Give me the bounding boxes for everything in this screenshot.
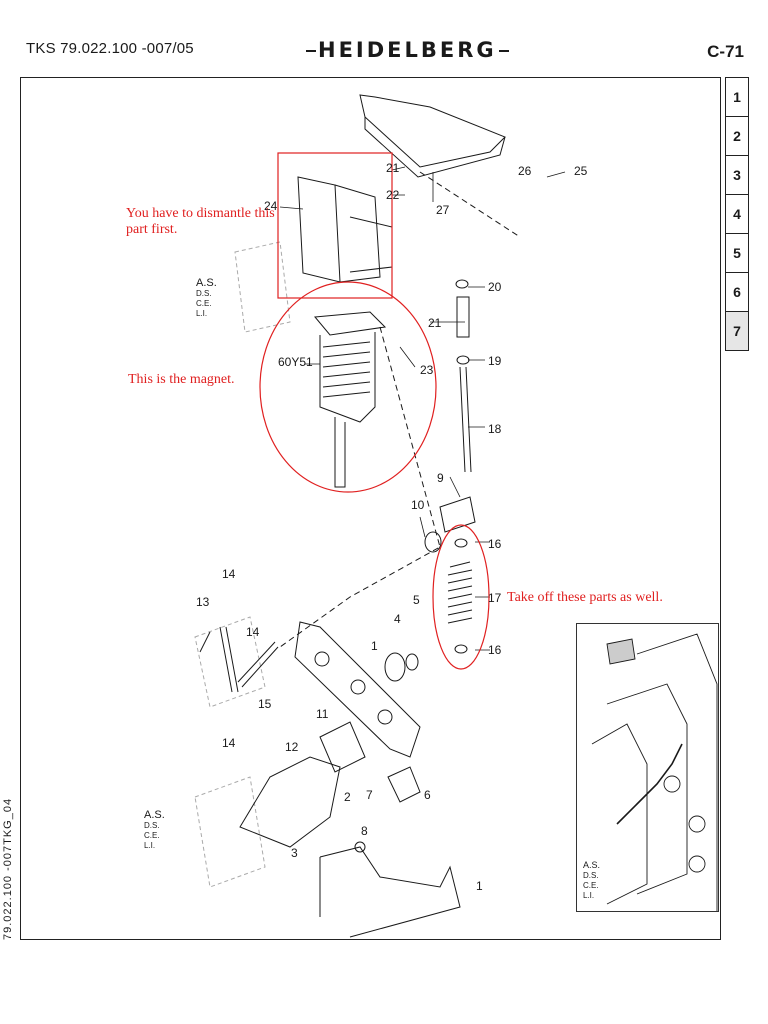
part-label-23: 21 <box>386 161 400 175</box>
tab-6[interactable]: 6 <box>725 272 749 312</box>
tab-4[interactable]: 4 <box>725 194 749 234</box>
as-block-lower: A.S. D.S. C.E. L.I. <box>144 809 165 851</box>
part-label-9: 9 <box>437 471 444 485</box>
inset-drawing <box>591 633 718 911</box>
tab-2[interactable]: 2 <box>725 116 749 156</box>
spring-ellipse <box>432 524 490 670</box>
part-label-6: 6 <box>424 788 431 802</box>
annotation-dismantle: You have to dismantle this part first. <box>126 206 275 237</box>
part-label-25: 23 <box>420 363 434 377</box>
part-label-4: 4 <box>394 612 401 626</box>
part-label-1a: 1 <box>371 639 378 653</box>
part-label-5: 5 <box>413 593 420 607</box>
part-bracket <box>297 176 341 283</box>
part-label-16: 15 <box>258 697 272 711</box>
part-label-13: 13 <box>196 595 210 609</box>
as-block-inset: A.S. D.S. C.E. L.I. <box>583 860 601 900</box>
part-label-22: 21 <box>428 316 442 330</box>
part-label-1b: 1 <box>476 879 483 893</box>
part-label-14b: 14 <box>222 736 236 750</box>
part-label-8: 8 <box>361 824 368 838</box>
part-label-12: 12 <box>285 740 299 754</box>
part-label-2: 2 <box>344 790 351 804</box>
part-label-17: 16 <box>488 643 502 657</box>
part-label-27: 25 <box>574 164 588 178</box>
annotation-takeoff: Take off these parts as well. <box>507 590 663 605</box>
part-label-21b: 19 <box>488 354 502 368</box>
section-tabs: 1 2 3 4 5 6 7 <box>725 77 749 351</box>
tab-5[interactable]: 5 <box>725 233 749 273</box>
part-label-19: 16 <box>488 537 502 551</box>
drawing-id: 79.022.100 -007TKG_04 <box>2 797 14 940</box>
part-label-24: 22 <box>386 188 400 202</box>
magnet-body <box>314 311 387 336</box>
brand-logo: HEIDELBERG <box>306 38 509 62</box>
part-lever <box>294 621 421 758</box>
part-label-21a: 20 <box>488 280 502 294</box>
part-label-18: 17 <box>488 591 502 605</box>
part-label-7: 7 <box>366 788 373 802</box>
part-label-3: 3 <box>291 846 298 860</box>
highlight-box <box>277 152 393 299</box>
document-code: TKS 79.022.100 -007/05 <box>26 40 194 57</box>
page-number: C-71 <box>707 42 744 61</box>
annotation-magnet: This is the magnet. <box>128 372 235 387</box>
part-label-15: 14 <box>246 625 260 639</box>
drawing-frame <box>20 77 721 940</box>
part-label-28: 26 <box>518 164 532 178</box>
as-block-upper: A.S. D.S. C.E. L.I. <box>196 277 217 319</box>
part-label-10: 10 <box>411 498 425 512</box>
part-plate <box>359 94 506 168</box>
tab-3[interactable]: 3 <box>725 155 749 195</box>
part-label-11: 11 <box>316 707 329 721</box>
magnet-code: 60Y51 <box>278 355 313 369</box>
part-label-20: 18 <box>488 422 502 436</box>
magnet-circle <box>259 281 437 493</box>
inset-detail-view: A.S. D.S. C.E. L.I. <box>576 623 719 912</box>
part-label-29: 27 <box>436 203 450 217</box>
tab-7[interactable]: 7 <box>725 311 749 351</box>
exploded-parts-drawing <box>194 94 566 938</box>
part-shaft <box>239 756 341 848</box>
tab-1[interactable]: 1 <box>725 77 749 117</box>
part-label-26: 24 <box>264 199 278 213</box>
part-label-14a: 14 <box>222 567 236 581</box>
